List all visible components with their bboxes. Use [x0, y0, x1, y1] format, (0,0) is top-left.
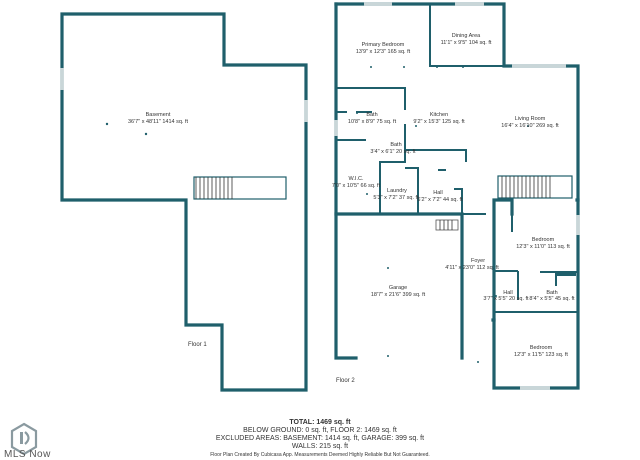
room-name: Bedroom [532, 237, 555, 243]
floor2-stairs [435, 175, 573, 231]
room-name: Living Room [515, 116, 546, 122]
room-name: Dining Area [452, 33, 481, 39]
room-dims: 12'3" x 11'0" 113 sq. ft [516, 244, 570, 250]
excluded-areas-line: EXCLUDED AREAS: BASEMENT: 1414 sq. ft, G… [215, 435, 425, 442]
room-name: Bedroom [530, 345, 553, 351]
room-name: Kitchen [430, 112, 448, 118]
below-ground-line: BELOW GROUND: 0 sq. ft, FLOOR 2: 1469 sq… [243, 427, 397, 434]
room-name: Primary Bedroom [362, 42, 405, 48]
floor2-plan [334, 2, 580, 390]
room-dims: 11'1" x 9'5" 104 sq. ft [441, 40, 492, 46]
floor-plan: Basement 36'7" x 48'11" 1414 sq. ft Prim… [60, 2, 580, 392]
room-dims: 16'4" x 16'10" 269 sq. ft [501, 123, 559, 129]
room-dims: 36'7" x 48'11" 1414 sq. ft [128, 119, 188, 125]
walls-line: WALLS: 215 sq. ft [291, 443, 349, 450]
floor-label: Floor 2 [336, 378, 355, 384]
room-dims: 8'4" x 5'5" 45 sq. ft [529, 296, 575, 302]
room-name: Garage [389, 285, 407, 291]
room-name: Bath [366, 112, 377, 118]
room-name: Bath [546, 290, 557, 296]
room-name: Basement [146, 112, 171, 118]
room-dims: 10'8" x 8'9" 75 sq. ft [348, 119, 397, 125]
room-dims: 3'4" x 6'1" 20 sq. ft [370, 149, 416, 155]
room-dims: 3'7" x 5'5" 20 sq. ft [483, 296, 529, 302]
room-dims: 5'3" x 7'2" 37 sq. ft [373, 195, 419, 201]
room-dims: 18'7" x 21'6" 399 sq. ft [371, 292, 426, 298]
room-dims: 7'0" x 10'5" 66 sq. ft [332, 183, 381, 189]
room-name: Hall [503, 290, 512, 296]
room-name: Hall [433, 190, 442, 196]
total-area: TOTAL: 1469 sq. ft [289, 419, 351, 426]
basement-stairs [193, 176, 287, 200]
room-dims: 6'2" x 7'2" 44 sq. ft [417, 197, 463, 203]
room-dims: 13'9" x 12'3" 165 sq. ft [356, 49, 411, 55]
mls-logo-icon [10, 422, 38, 456]
room-dims: 4'11" x 23'0" 112 sq. ft [445, 265, 499, 271]
mls-now-logo [10, 422, 38, 456]
room-dims: 12'3" x 11'5" 123 sq. ft [514, 352, 568, 358]
mls-now-logo-text: MLS Now [4, 449, 51, 460]
room-name: Foyer [471, 258, 485, 264]
basement-plan [60, 12, 308, 392]
room-name: Bath [390, 142, 401, 148]
floor-label: Floor 1 [188, 342, 207, 348]
room-name: Laundry [387, 188, 407, 194]
room-labels: Basement 36'7" x 48'11" 1414 sq. ft Prim… [128, 33, 575, 384]
room-dims: 9'2" x 15'3" 125 sq. ft [413, 119, 465, 125]
disclaimer: Floor Plan Created By Cubicasa App. Meas… [210, 452, 430, 458]
room-name: W.I.C. [349, 176, 364, 182]
summary-block: TOTAL: 1469 sq. ft BELOW GROUND: 0 sq. f… [0, 419, 640, 451]
